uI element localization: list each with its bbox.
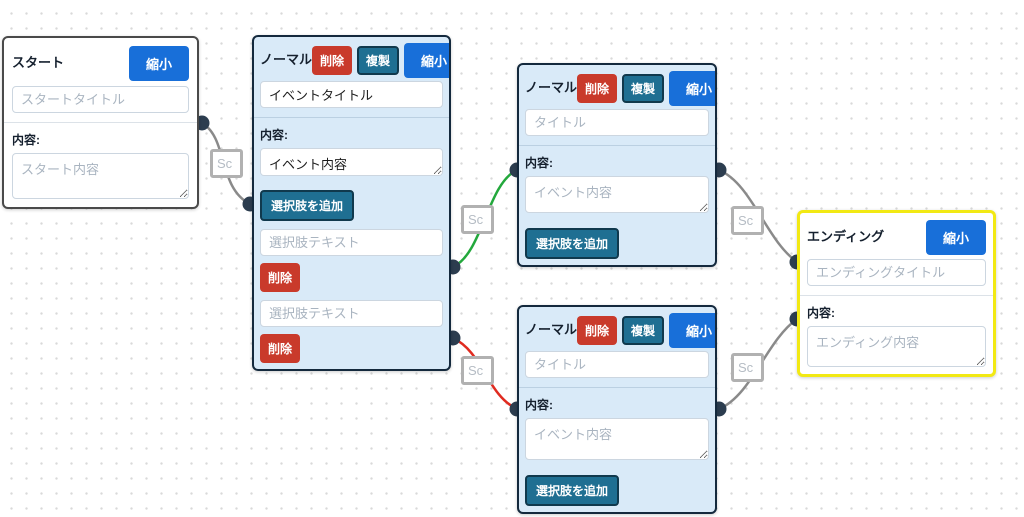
content-label: 内容: [12, 133, 40, 147]
duplicate-node-button[interactable]: 複製 [622, 316, 665, 345]
event-title-input[interactable] [525, 351, 709, 378]
node-ending[interactable]: エンディング 縮小 内容: [797, 210, 996, 377]
start-title-input[interactable] [12, 86, 189, 113]
divider [800, 295, 993, 296]
node-header: ノーマル 削除 複製 縮小 [260, 43, 449, 78]
node-header: ノーマル 削除 複製 縮小 [525, 313, 715, 348]
delete-node-button[interactable]: 削除 [312, 46, 353, 75]
ending-content-textarea[interactable] [807, 326, 986, 367]
node-normal-2[interactable]: ノーマル 削除 複製 縮小 内容: 選択肢を追加 [517, 63, 717, 267]
shrink-node-button[interactable]: 縮小 [128, 46, 189, 81]
content-label: 内容: [260, 128, 288, 142]
link-label[interactable]: Sc [461, 205, 494, 234]
shrink-node-button[interactable]: 縮小 [404, 43, 449, 78]
event-content-textarea[interactable] [525, 418, 709, 460]
divider [4, 122, 197, 123]
event-content-textarea[interactable] [525, 176, 709, 213]
node-type-label: ノーマル [260, 52, 313, 67]
add-choice-button[interactable]: 選択肢を追加 [525, 475, 620, 506]
node-start[interactable]: スタート 縮小 内容: [2, 36, 199, 209]
duplicate-node-button[interactable]: 複製 [357, 46, 400, 75]
delete-choice-button[interactable]: 削除 [260, 334, 301, 363]
node-type-label: エンディング [807, 229, 885, 244]
divider [519, 145, 715, 146]
node-type-label: ノーマル [525, 80, 578, 95]
duplicate-node-button[interactable]: 複製 [622, 74, 665, 103]
divider [254, 117, 449, 118]
shrink-node-button[interactable]: 縮小 [669, 71, 715, 106]
shrink-node-button[interactable]: 縮小 [669, 313, 715, 348]
content-label: 内容: [525, 156, 553, 170]
delete-node-button[interactable]: 削除 [577, 316, 618, 345]
link-label[interactable]: Sc [731, 353, 764, 382]
node-type-label: スタート [12, 55, 65, 70]
node-normal-1[interactable]: ノーマル 削除 複製 縮小 内容: イベント内容 選択肢を追加 削除 削除 [252, 35, 451, 371]
delete-choice-button[interactable]: 削除 [260, 263, 301, 292]
link-label[interactable]: Sc [461, 356, 494, 385]
event-title-input[interactable] [260, 81, 443, 108]
delete-node-button[interactable]: 削除 [577, 74, 618, 103]
divider [519, 387, 715, 388]
add-choice-button[interactable]: 選択肢を追加 [260, 190, 355, 221]
content-label: 内容: [525, 398, 553, 412]
add-choice-button[interactable]: 選択肢を追加 [525, 228, 620, 259]
link-label[interactable]: Sc [731, 206, 764, 235]
choice-text-input[interactable] [260, 300, 443, 327]
link-label[interactable]: Sc [210, 149, 243, 178]
node-header: エンディング 縮小 [807, 220, 986, 255]
event-title-input[interactable] [525, 109, 709, 136]
ending-title-input[interactable] [807, 259, 986, 286]
node-normal-3[interactable]: ノーマル 削除 複製 縮小 内容: 選択肢を追加 [517, 305, 717, 514]
content-label: 内容: [807, 306, 835, 320]
start-content-textarea[interactable] [12, 153, 189, 199]
node-header: ノーマル 削除 複製 縮小 [525, 71, 715, 106]
event-content-textarea[interactable]: イベント内容 [260, 148, 443, 176]
node-header: スタート 縮小 [12, 46, 189, 81]
choice-text-input[interactable] [260, 229, 443, 256]
node-type-label: ノーマル [525, 322, 578, 337]
shrink-node-button[interactable]: 縮小 [925, 220, 986, 255]
